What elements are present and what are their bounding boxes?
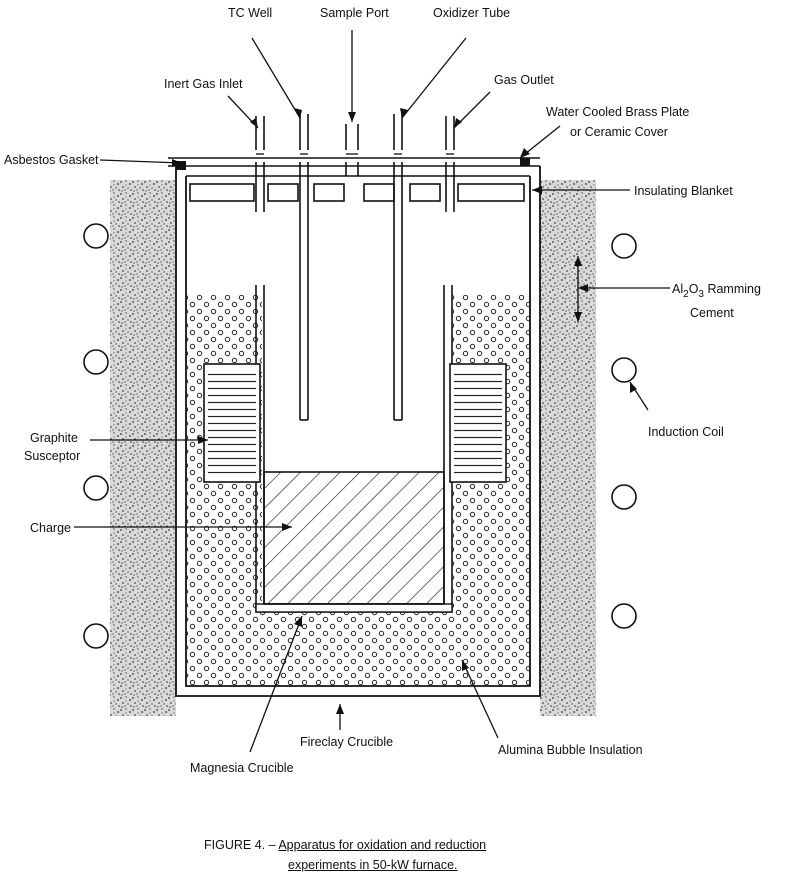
charge (263, 471, 445, 605)
ramming-cement-right (540, 180, 596, 716)
tc-well-tube (299, 114, 309, 421)
label-gas-outlet: Gas Outlet (494, 73, 554, 87)
alumina-bubble-insulation (186, 295, 530, 686)
label-water-cooled-plate: Water Cooled Brass Plate (546, 105, 689, 119)
label-cement: Cement (690, 306, 734, 320)
label-fireclay-crucible: Fireclay Crucible (300, 735, 393, 749)
label-induction-coil: Induction Coil (648, 425, 724, 439)
label-ceramic-cover: or Ceramic Cover (570, 125, 668, 139)
label-asbestos-gasket: Asbestos Gasket (4, 153, 99, 167)
ramming-cement-left (110, 180, 176, 716)
asbestos-gasket (176, 161, 186, 170)
induction-coil-turns (83, 223, 637, 649)
leader-lines (74, 30, 670, 753)
label-sample-port: Sample Port (320, 6, 389, 20)
oxidizer-tube (393, 114, 403, 421)
label-insulating-blanket: Insulating Blanket (634, 184, 733, 198)
label-magnesia-crucible: Magnesia Crucible (190, 761, 294, 775)
label-oxidizer-tube: Oxidizer Tube (433, 6, 510, 20)
sample-port-tube (345, 124, 359, 176)
leader-arrowheads (172, 108, 637, 714)
cover-plate (168, 157, 540, 177)
label-susceptor: Susceptor (24, 449, 80, 463)
label-tc-well: TC Well (228, 6, 272, 20)
label-alumina-bubble: Alumina Bubble Insulation (498, 743, 643, 757)
inert-gas-inlet-tube (255, 116, 265, 212)
label-graphite: Graphite (30, 431, 78, 445)
label-ramming-cement: Al2O3 Ramming (672, 282, 761, 300)
label-inert-gas-inlet: Inert Gas Inlet (164, 77, 243, 91)
label-charge: Charge (30, 521, 71, 535)
insulating-blanket (189, 183, 525, 202)
gas-outlet-tube (445, 116, 455, 212)
